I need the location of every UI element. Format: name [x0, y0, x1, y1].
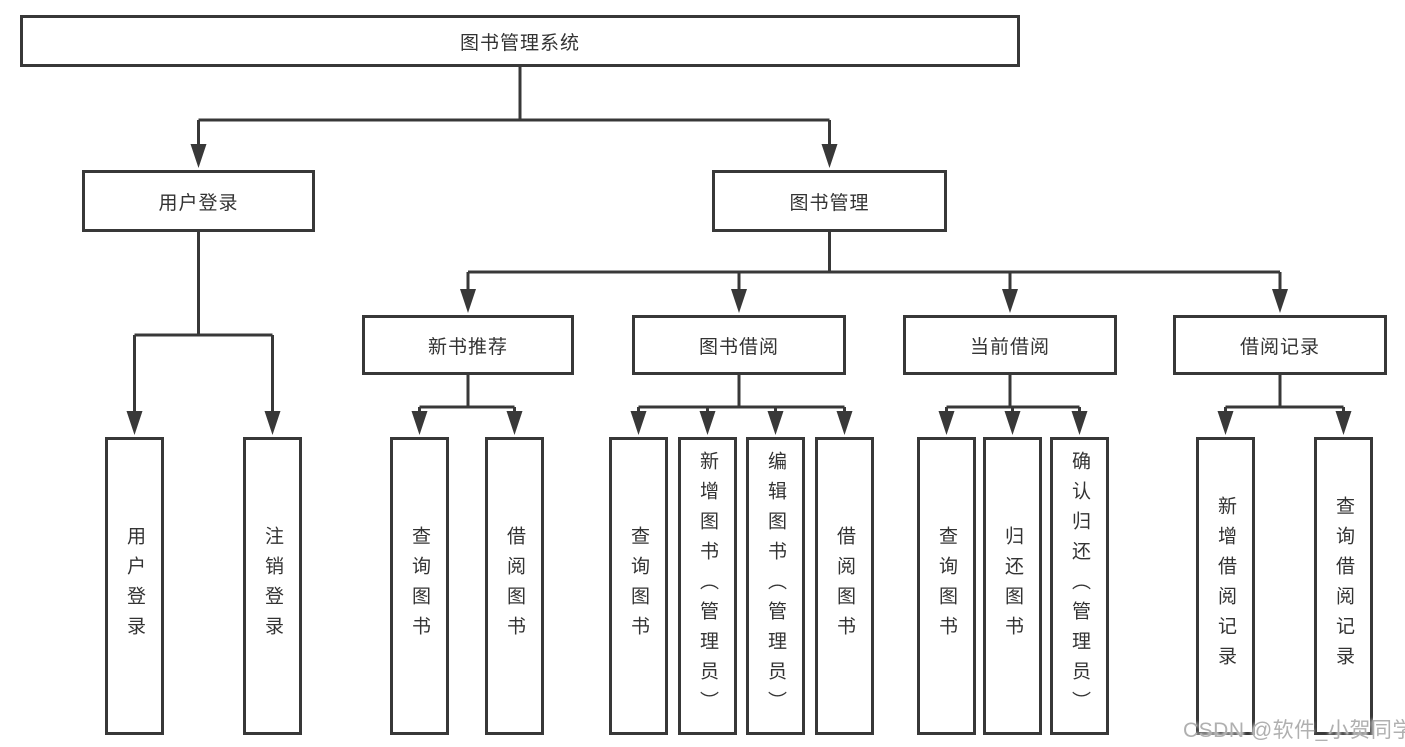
leaf-current-return-books: 归还图书	[983, 437, 1042, 735]
leaf-current-query-books: 查询图书	[917, 437, 976, 735]
leaf-current-confirm-return-label: 确认归还（管理员）	[1069, 451, 1090, 721]
watermark: CSDN @软件_小贺同学	[1183, 719, 1405, 742]
leaf-borrow-edit-books: 编辑图书（管理员）	[746, 437, 805, 735]
leaf-current-return-books-label: 归还图书	[1002, 526, 1023, 646]
leaf-borrow-query-books-label: 查询图书	[628, 526, 649, 646]
leaf-borrow-borrow-books: 借阅图书	[815, 437, 874, 735]
leaf-recommend-query-books: 查询图书	[390, 437, 449, 735]
node-book-borrow: 图书借阅	[632, 315, 846, 375]
leaf-records-query-record-label: 查询借阅记录	[1333, 496, 1354, 676]
node-book-management-label: 图书管理	[789, 192, 870, 214]
node-user-login: 用户登录	[82, 170, 315, 232]
leaf-records-add-record-label: 新增借阅记录	[1215, 496, 1236, 676]
leaf-logout-label: 注销登录	[262, 526, 283, 646]
leaf-logout: 注销登录	[243, 437, 302, 735]
node-book-borrow-label: 图书借阅	[698, 336, 779, 358]
node-current-borrow-label: 当前借阅	[969, 336, 1050, 358]
node-book-management: 图书管理	[712, 170, 947, 232]
node-borrow-records-label: 借阅记录	[1239, 336, 1320, 358]
leaf-user-login: 用户登录	[105, 437, 164, 735]
leaf-borrow-add-books-label: 新增图书（管理员）	[697, 451, 718, 721]
node-current-borrow: 当前借阅	[903, 315, 1117, 375]
node-user-login-label: 用户登录	[158, 192, 239, 214]
leaf-recommend-borrow-books: 借阅图书	[485, 437, 544, 735]
leaf-records-add-record: 新增借阅记录	[1196, 437, 1255, 735]
node-root: 图书管理系统	[20, 15, 1020, 67]
leaf-borrow-add-books: 新增图书（管理员）	[678, 437, 737, 735]
leaf-recommend-borrow-books-label: 借阅图书	[504, 526, 525, 646]
leaf-borrow-edit-books-label: 编辑图书（管理员）	[765, 451, 786, 721]
node-new-book-recommend: 新书推荐	[362, 315, 574, 375]
leaf-records-query-record: 查询借阅记录	[1314, 437, 1373, 735]
node-root-label: 图书管理系统	[459, 32, 580, 54]
leaf-recommend-query-books-label: 查询图书	[409, 526, 430, 646]
node-borrow-records: 借阅记录	[1173, 315, 1387, 375]
leaf-borrow-borrow-books-label: 借阅图书	[834, 526, 855, 646]
leaf-current-query-books-label: 查询图书	[936, 526, 957, 646]
leaf-current-confirm-return: 确认归还（管理员）	[1050, 437, 1109, 735]
node-new-book-recommend-label: 新书推荐	[427, 336, 508, 358]
leaf-borrow-query-books: 查询图书	[609, 437, 668, 735]
leaf-user-login-label: 用户登录	[124, 526, 145, 646]
